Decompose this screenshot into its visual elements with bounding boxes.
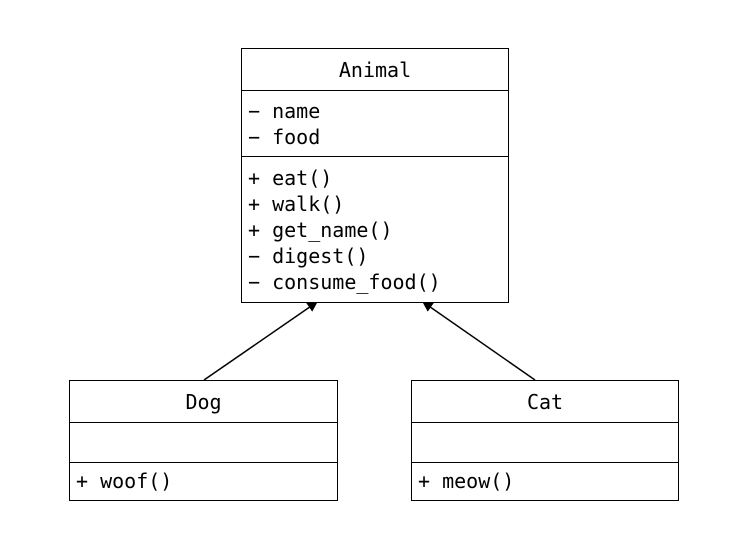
- animal-method-digest: − digest(): [248, 244, 369, 268]
- animal-methods: + eat() + walk() + get_name() − digest()…: [242, 157, 508, 295]
- cat-attributes: [412, 423, 678, 463]
- animal-method-consume-food: − consume_food(): [248, 270, 441, 294]
- dog-to-animal-arrow: [203, 301, 318, 381]
- dog-methods: + woof(): [70, 463, 337, 499]
- animal-class-box: Animal − name − food + eat() + walk() + …: [241, 48, 509, 303]
- animal-attributes: − name − food: [242, 91, 508, 157]
- animal-attribute-food: − food: [248, 125, 321, 149]
- animal-method-walk: + walk(): [248, 192, 345, 216]
- dog-class-box: Dog + woof(): [69, 380, 338, 501]
- cat-class-name: Cat: [412, 381, 678, 423]
- animal-method-eat: + eat(): [248, 166, 333, 190]
- cat-class-box: Cat + meow(): [411, 380, 679, 501]
- cat-methods: + meow(): [412, 463, 678, 499]
- cat-to-animal-arrow: [422, 301, 536, 381]
- dog-class-name: Dog: [70, 381, 337, 423]
- cat-method-meow: + meow(): [418, 469, 515, 493]
- dog-attributes: [70, 423, 337, 463]
- dog-method-woof: + woof(): [76, 469, 173, 493]
- animal-method-get-name: + get_name(): [248, 218, 393, 242]
- animal-class-name: Animal: [242, 49, 508, 91]
- animal-attribute-name: − name: [248, 99, 321, 123]
